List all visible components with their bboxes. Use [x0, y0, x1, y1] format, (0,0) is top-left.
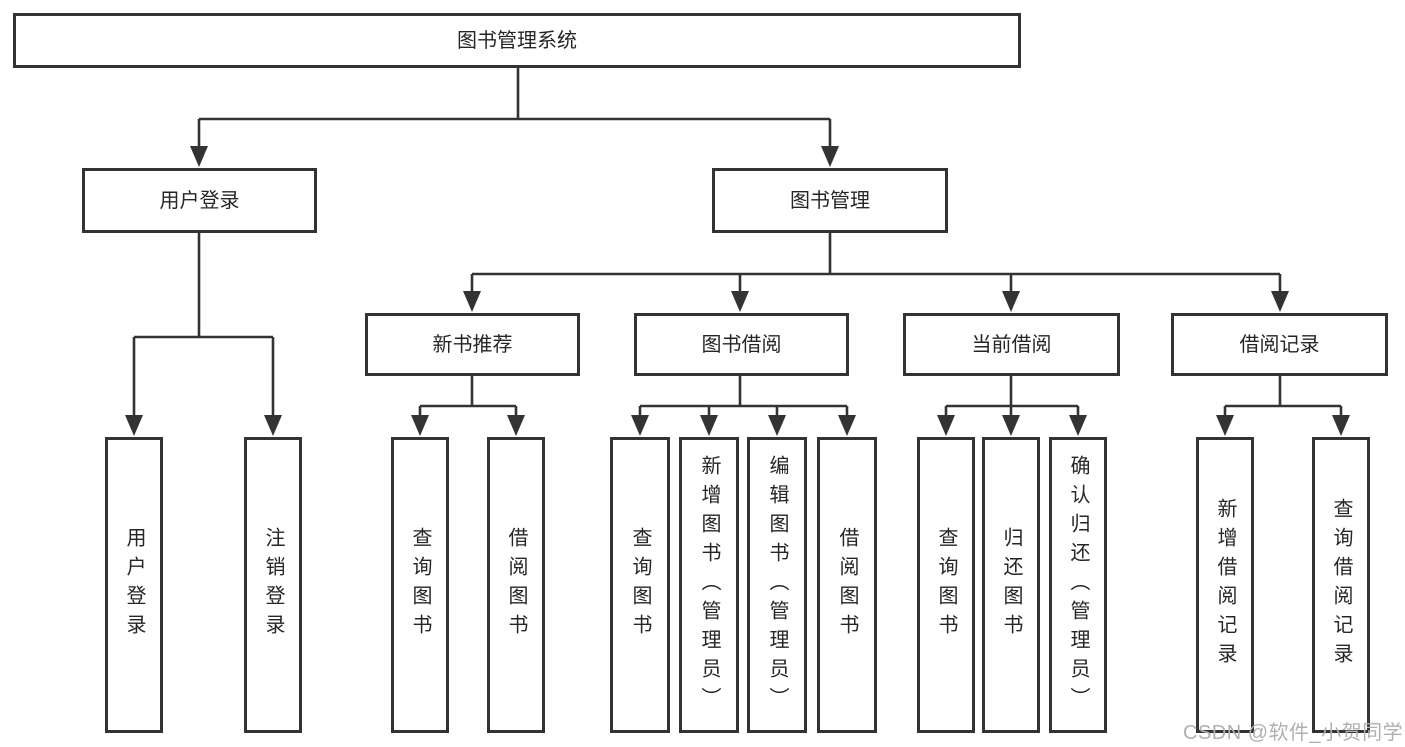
arrowhead [731, 291, 749, 312]
leaf-borrow-books-rec: 借阅图书 [487, 437, 545, 733]
node-new-book-recommend: 新书推荐 [365, 313, 580, 376]
leaf-edit-book-admin: 编辑图书（管理员） [747, 437, 807, 733]
node-root-system: 图书管理系统 [13, 13, 1021, 68]
leaf-add-book-admin: 新增图书（管理员） [679, 437, 739, 733]
leaf-add-borrow-record: 新增借阅记录 [1196, 437, 1254, 733]
node-book-borrowing: 图书借阅 [634, 313, 849, 376]
arrowhead [821, 146, 839, 167]
branch-current-borrow [937, 376, 1087, 436]
arrowhead [1002, 291, 1020, 312]
leaf-query-borrow-record: 查询借阅记录 [1312, 437, 1370, 733]
leaf-confirm-return-admin: 确认归还（管理员） [1049, 437, 1107, 733]
branch-new-book-rec [411, 376, 525, 436]
arrowhead [463, 291, 481, 312]
leaf-borrow-books: 借阅图书 [817, 437, 877, 733]
arrowhead [700, 415, 718, 436]
arrowhead [1216, 415, 1234, 436]
csdn-watermark: CSDN @软件_小贺同学 [1183, 722, 1404, 744]
arrowhead [264, 415, 282, 436]
node-current-borrowing: 当前借阅 [903, 313, 1120, 376]
branch-root-to-level2 [190, 68, 839, 167]
leaf-logout: 注销登录 [244, 437, 302, 733]
leaf-user-login: 用户登录 [105, 437, 163, 733]
leaf-query-books-current: 查询图书 [917, 437, 975, 733]
arrowhead [411, 415, 429, 436]
arrowhead [507, 415, 525, 436]
arrowhead [1271, 291, 1289, 312]
leaf-query-books-borrow: 查询图书 [610, 437, 670, 733]
node-borrow-records: 借阅记录 [1171, 313, 1388, 376]
arrowhead [768, 415, 786, 436]
branch-borrow-records [1216, 376, 1350, 436]
leaf-query-books-rec: 查询图书 [391, 437, 449, 733]
arrowhead [1069, 415, 1087, 436]
branch-book-management [463, 233, 1289, 312]
arrowhead [1002, 415, 1020, 436]
arrowhead [1332, 415, 1350, 436]
branch-book-borrow [631, 376, 856, 436]
node-user-login: 用户登录 [82, 168, 317, 233]
arrowhead [125, 415, 143, 436]
arrowhead [838, 415, 856, 436]
leaf-return-books: 归还图书 [982, 437, 1040, 733]
branch-user-login [125, 233, 282, 436]
arrowhead [190, 146, 208, 167]
node-book-management: 图书管理 [712, 168, 948, 233]
arrowhead [937, 415, 955, 436]
arrowhead [631, 415, 649, 436]
